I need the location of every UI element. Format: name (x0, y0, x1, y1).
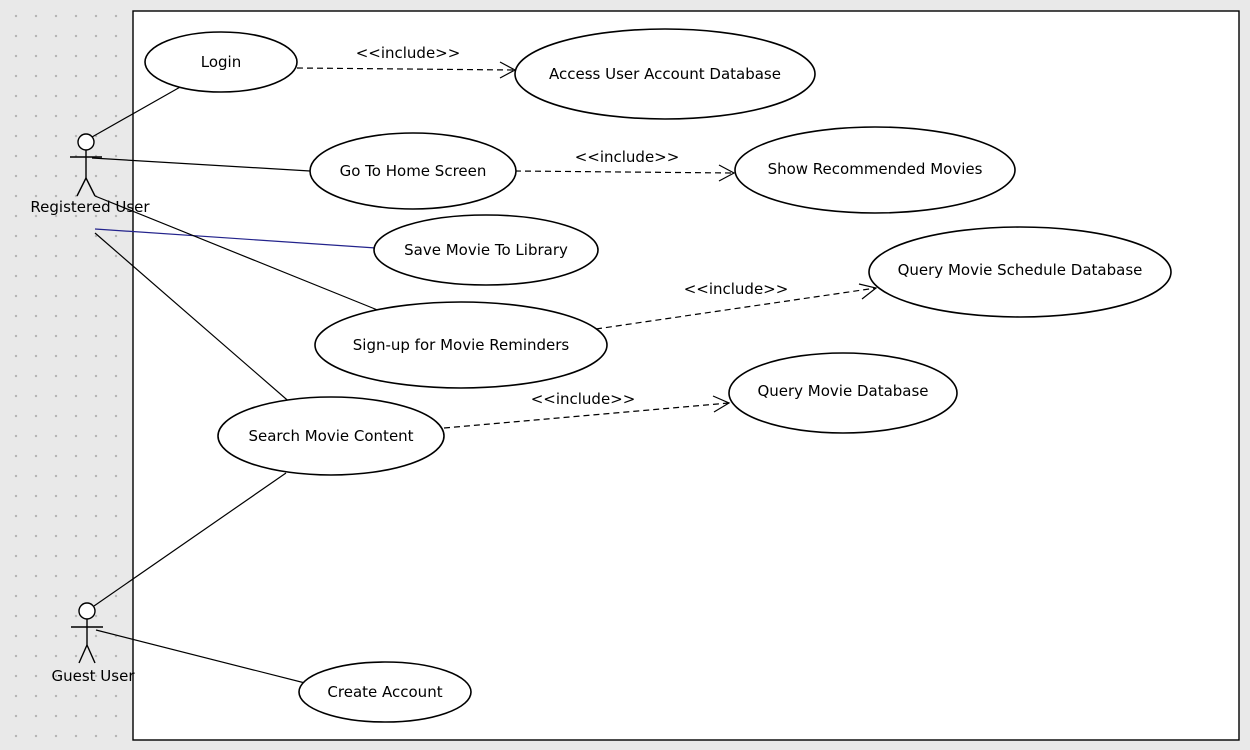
actor-head-icon (77, 133, 95, 151)
use-case-access-user-account-database[interactable]: Access User Account Database (514, 28, 816, 120)
association-guest-user-create-account[interactable] (95, 629, 306, 684)
use-case-save-movie-to-library[interactable]: Save Movie To Library (373, 214, 599, 286)
use-case-create-account[interactable]: Create Account (298, 661, 472, 723)
include-label: <<include>> (531, 390, 636, 408)
include-label: <<include>> (356, 44, 461, 62)
association-registered-user-home-screen[interactable] (91, 157, 311, 172)
association-guest-user-search-movie[interactable] (93, 472, 287, 607)
actor-label-guest-user: Guest User (51, 667, 135, 685)
system-boundary[interactable] (132, 10, 1240, 741)
association-registered-user-save-movie[interactable] (94, 228, 377, 249)
use-case-label: Save Movie To Library (404, 241, 568, 259)
use-case-label: Show Recommended Movies (768, 160, 983, 178)
actor-guest-user[interactable]: Guest User (51, 602, 135, 685)
association-registered-user-movie-reminders[interactable] (94, 195, 381, 312)
actor-label-registered-user: Registered User (30, 198, 150, 216)
use-case-label: Login (201, 53, 241, 71)
use-case-label: Search Movie Content (248, 427, 413, 445)
include-label: <<include>> (575, 148, 680, 166)
use-case-label: Query Movie Database (757, 382, 928, 400)
use-case-label: Create Account (327, 683, 442, 701)
use-case-label: Sign-up for Movie Reminders (353, 336, 570, 354)
use-case-label: Query Movie Schedule Database (898, 261, 1143, 279)
actor-head-icon (78, 602, 96, 620)
use-case-query-movie-database[interactable]: Query Movie Database (728, 352, 958, 434)
use-case-go-to-home-screen[interactable]: Go To Home Screen (309, 132, 517, 210)
use-case-label: Access User Account Database (549, 65, 781, 83)
include-search-query-db[interactable]: <<include>> (443, 390, 731, 429)
include-reminders-schedule-db[interactable]: <<include>> (595, 280, 878, 330)
association-registered-user-search-movie[interactable] (94, 232, 294, 406)
use-case-show-recommended-movies[interactable]: Show Recommended Movies (734, 126, 1016, 214)
association-registered-user-login[interactable] (91, 85, 183, 138)
include-home-screen-recommended[interactable]: <<include>> (514, 148, 736, 182)
use-case-signup-movie-reminders[interactable]: Sign-up for Movie Reminders (314, 301, 608, 389)
use-case-label: Go To Home Screen (340, 162, 487, 180)
use-case-query-movie-schedule-database[interactable]: Query Movie Schedule Database (868, 226, 1172, 318)
include-label: <<include>> (684, 280, 789, 298)
use-case-search-movie-content[interactable]: Search Movie Content (217, 396, 445, 476)
use-case-login[interactable]: Login (144, 31, 298, 93)
actor-registered-user[interactable]: Registered User (30, 133, 150, 216)
